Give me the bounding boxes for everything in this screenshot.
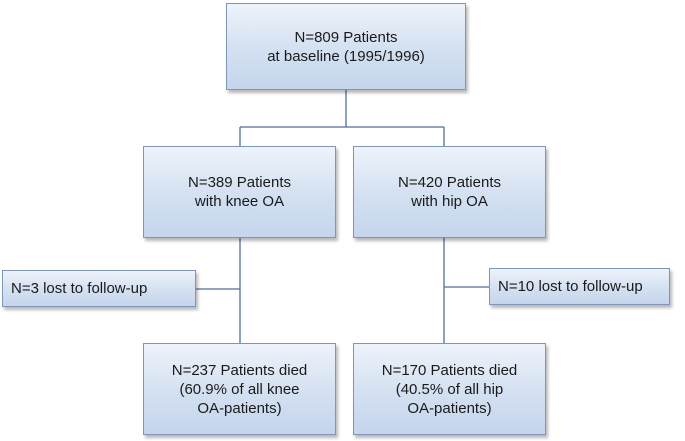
hip-died-line-2: (40.5% of all hip [395,380,504,398]
knee-died-line-3: OA-patients) [197,399,282,417]
knee-oa-line-1: N=389 Patients [188,174,291,191]
hip-oa-line-2: with hip OA [411,193,488,210]
knee-oa-box: N=389 Patients with knee OA [143,146,336,238]
hip-oa-line-1: N=420 Patients [398,174,501,191]
hip-lost-line-1: N=10 lost to follow-up [498,278,643,295]
knee-lost-line-1: N=3 lost to follow-up [11,280,148,297]
knee-lost-box: N=3 lost to follow-up [2,270,196,307]
knee-died-line-1: N=237 Patients died [171,361,308,379]
baseline-line-1: N=809 Patients [294,28,398,46]
baseline-box: N=809 Patients at baseline (1995/1996) [226,3,466,90]
hip-lost-box: N=10 lost to follow-up [489,268,670,305]
knee-oa-line-2: with knee OA [194,193,285,210]
hip-oa-box: N=420 Patients with hip OA [353,146,546,238]
knee-died-box: N=237 Patients died (60.9% of all knee O… [143,343,336,435]
hip-died-line-1: N=170 Patients died [381,361,518,379]
baseline-line-2: at baseline (1995/1996) [267,47,425,65]
knee-died-line-2: (60.9% of all knee [179,380,300,398]
hip-died-box: N=170 Patients died (40.5% of all hip OA… [353,343,546,435]
hip-died-line-3: OA-patients) [407,399,492,417]
